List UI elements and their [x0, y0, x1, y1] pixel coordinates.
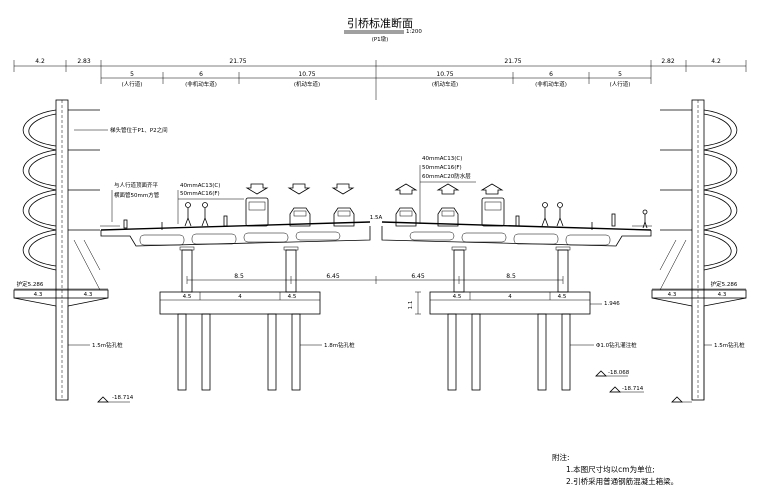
left-footing: 4.5 4 4.5 1.8m钻孔桩 [159, 291, 355, 391]
right-cap-dim-2: 4.3 [718, 292, 727, 298]
dim-right-half: 21.75 [504, 58, 521, 65]
dim-left-gap: 2.83 [77, 58, 91, 65]
layer-right-3: 60mmAC20防水层 [422, 172, 471, 180]
lane-w-nonmotor-right: 6 [549, 71, 553, 78]
left-spiral-stair: 4.3 4.3 护定5.286 1.5m钻孔桩 -18.714 [13, 99, 134, 403]
dim-left-half: 21.75 [229, 58, 246, 65]
right-foot-dim-2: 4 [508, 294, 512, 300]
dim-left-stair: 4.2 [35, 58, 45, 65]
left-bottom-elevation: -18.714 [112, 395, 134, 401]
lane-label-nonmotor-left: (非机动车道) [185, 80, 217, 88]
bridge-deck: 1.5A [100, 215, 652, 247]
pedestrian-figures [184, 202, 648, 229]
layer-right-2: 50mmAC16(F) [422, 165, 462, 171]
right-cap-dim-1: 4.3 [668, 292, 677, 298]
col-dim-1: 8.5 [234, 273, 244, 280]
rail-note-2: 横面管50mm方管 [114, 191, 160, 199]
layer-right-1: 40mmAC13(C) [422, 156, 462, 162]
left-foot-dim-1: 4.5 [183, 294, 192, 300]
bottom-elev-mid-1: -18.068 [608, 370, 630, 376]
col-dim-2: 6.45 [326, 273, 340, 280]
drawing-subtitle: (P1墩) [372, 35, 389, 43]
dim-right-stair: 4.2 [711, 58, 721, 65]
right-spiral-stair: 4.3 4.3 护定5.286 1.5m钻孔桩 [651, 99, 747, 401]
right-footing: 4.5 4 4.5 1.1 1.946 Φ1.0钻孔灌注桩 -18.068 -1… [408, 291, 692, 403]
left-foot-dim-3: 4.5 [288, 294, 297, 300]
layer-left-2: 50mmAC16(F) [180, 191, 220, 197]
vehicles [123, 197, 616, 229]
traffic-arrows [245, 183, 504, 195]
lane-dimension-chain: 5 6 10.75 10.75 6 5 (人行道) (非机动车道) (机动车道)… [100, 71, 652, 88]
footing-height-label: 1.1 [408, 301, 414, 310]
layer-left-1: 40mmAC13(C) [180, 183, 220, 189]
lane-label-ped-left: (人行道) [122, 80, 143, 88]
lane-label-ped-right: (人行道) [610, 80, 631, 88]
lane-label-motor-left: (机动车道) [294, 80, 320, 88]
left-cap-dim-2: 4.3 [84, 292, 93, 298]
right-mid-elevation: 1.946 [604, 301, 620, 307]
left-top-elevation: 护定5.286 [17, 280, 44, 288]
notes-heading: 附注: [552, 453, 570, 462]
drawing-scale: 1:200 [406, 29, 422, 35]
dim-right-gap: 2.82 [661, 58, 675, 65]
lane-w-motor-left: 10.75 [298, 71, 315, 78]
columns [179, 246, 571, 293]
right-mid-pile-label: Φ1.0钻孔灌注桩 [596, 341, 637, 349]
deck-annotations: 梯头管位于P1、P2之间 与人行道顶面齐平 横面管50mm方管 40mmAC13… [74, 126, 476, 224]
left-foot-dim-2: 4 [238, 294, 242, 300]
lane-label-nonmotor-right: (非机动车道) [535, 80, 567, 88]
col-dim-4: 8.5 [506, 273, 516, 280]
column-spacing-dims: 8.5 6.45 6.45 8.5 [186, 273, 564, 284]
lane-w-ped-left: 5 [130, 71, 134, 78]
rail-note-1: 与人行道顶面齐平 [114, 181, 159, 189]
left-pile-label: 1.5m钻孔桩 [92, 341, 123, 349]
right-foot-dim-3: 4.5 [558, 294, 567, 300]
right-top-elevation: 护定5.286 [711, 280, 738, 288]
col-dim-3: 6.45 [411, 273, 425, 280]
bottom-elev-mid-2: -18.714 [622, 386, 644, 392]
lane-w-nonmotor-left: 6 [199, 71, 203, 78]
left-cap-dim-1: 4.3 [34, 292, 43, 298]
lane-w-motor-right: 10.75 [436, 71, 453, 78]
right-pile-label: 1.5m钻孔桩 [714, 341, 745, 349]
mid-pile-label: 1.8m钻孔桩 [324, 341, 355, 349]
lane-label-motor-right: (机动车道) [432, 80, 458, 88]
center-mark-label: 1.5A [370, 215, 383, 221]
drawing-title: 引桥标准断面 [347, 16, 413, 30]
stair-note: 梯头管位于P1、P2之间 [110, 126, 168, 134]
right-foot-dim-1: 4.5 [453, 294, 462, 300]
note-item-1: 1.本图尺寸均以cm为单位; [566, 465, 655, 474]
lane-w-ped-right: 5 [618, 71, 622, 78]
notes-block: 附注: 1.本图尺寸均以cm为单位; 2.引桥采用普通钢筋混凝土箱梁。 [552, 452, 678, 488]
top-dimension-chain: 4.2 2.83 21.75 21.75 2.82 4.2 [13, 58, 747, 100]
note-item-2: 2.引桥采用普通钢筋混凝土箱梁。 [566, 477, 679, 486]
